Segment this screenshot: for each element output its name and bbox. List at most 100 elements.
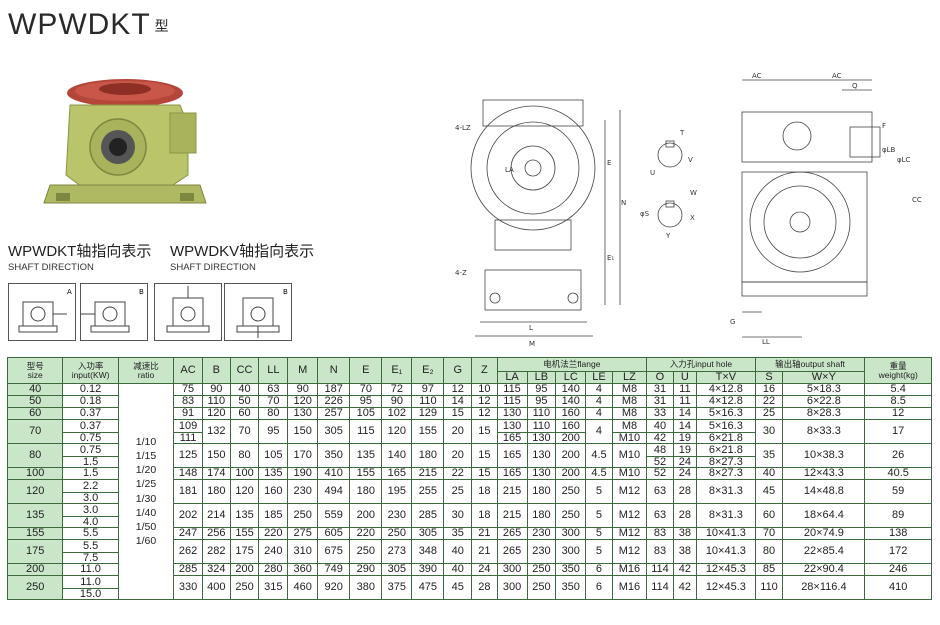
cell-la: 300: [496, 575, 528, 600]
cell-u-line: 24: [678, 467, 691, 479]
cell-s: 85: [754, 563, 784, 576]
cell-wt: 40.5: [864, 467, 932, 480]
cell-m: 275: [287, 527, 319, 540]
cell-lc-line: 200: [556, 431, 585, 443]
cell-o: 63: [646, 479, 674, 504]
cell-ac: 181: [173, 479, 203, 504]
cell-o-line: 83: [653, 527, 667, 539]
cell-cc: 40: [229, 383, 260, 396]
cell-e2: 475: [411, 575, 445, 600]
cell-input-kw-line: 0.37: [79, 419, 102, 432]
cell-e: 135: [349, 443, 383, 468]
cell-wt: 26: [864, 443, 932, 468]
cell-lb: 180: [526, 479, 557, 504]
cell-b: 324: [201, 563, 231, 576]
cell-lc: 250: [555, 503, 587, 528]
cell-wt: 5.4: [864, 383, 932, 396]
cell-n: 494: [317, 479, 351, 504]
cell-b: 132: [201, 419, 231, 444]
svg-text:B: B: [283, 288, 288, 296]
cell-e1: 72: [381, 383, 413, 396]
cell-size: 70: [6, 419, 64, 444]
cell-b: 174: [201, 467, 231, 480]
cell-z: 15: [471, 467, 498, 480]
cell-la: 265: [496, 539, 528, 564]
cell-e1: 375: [381, 575, 413, 600]
cell-tv-line: 10×41.3: [705, 545, 746, 557]
svg-text:L: L: [529, 324, 533, 332]
cell-lb: 230: [526, 539, 557, 564]
cell-n: 305: [317, 419, 351, 444]
col-ac: AC: [173, 357, 203, 384]
cell-g: 15: [443, 407, 473, 420]
svg-text:LA: LA: [505, 166, 514, 174]
cell-u: 24: [672, 467, 698, 480]
cell-o: 31: [646, 383, 674, 396]
cell-size: 135: [6, 503, 64, 528]
cell-u-line: 19: [674, 431, 696, 443]
cell-size: 175: [6, 539, 64, 564]
cell-n: 226: [317, 395, 351, 408]
cell-z: 28: [471, 575, 498, 600]
cell-lc: 200: [555, 467, 587, 480]
cell-la-line: 165: [498, 431, 527, 443]
svg-text:CC: CC: [912, 196, 922, 204]
cell-ll: 70: [258, 395, 289, 408]
col-le: LE: [585, 371, 613, 384]
col-lb: LB: [526, 371, 557, 384]
cell-o: 52: [646, 467, 674, 480]
cell-lb-line: 110: [532, 419, 551, 432]
cell-o: 31: [646, 395, 674, 408]
cell-z: 18: [471, 479, 498, 504]
cell-le: 4: [585, 395, 613, 408]
cell-s: 25: [754, 407, 784, 420]
cell-ac: 285: [173, 563, 203, 576]
cell-size: 120: [6, 479, 64, 504]
cell-lz: M10: [611, 467, 648, 480]
cell-e2: 390: [411, 563, 445, 576]
cell-u-line: 38: [678, 545, 691, 557]
cell-lz: M12: [611, 479, 648, 504]
col-e: E: [349, 357, 383, 384]
cell-e: 70: [349, 383, 383, 396]
cell-lb: 230: [526, 527, 557, 540]
cell-n: 920: [317, 575, 351, 600]
cell-o-line: 114: [651, 581, 669, 593]
cell-e: 220: [349, 527, 383, 540]
cell-s: 16: [754, 383, 784, 396]
cell-size: 100: [6, 467, 64, 480]
cell-g: 22: [443, 467, 473, 480]
cell-ac: 262: [173, 539, 203, 564]
cell-g: 14: [443, 395, 473, 408]
cell-ac: 330: [173, 575, 203, 600]
col-o: O: [646, 371, 674, 384]
cell-e: 250: [349, 539, 383, 564]
cell-g: 35: [443, 527, 473, 540]
cell-ll: 135: [258, 467, 289, 480]
cell-m: 150: [287, 419, 319, 444]
cell-e: 155: [349, 467, 383, 480]
cell-ratio: 1/10 1/15 1/20 1/25 1/30 1/40 1/50 1/60: [117, 383, 175, 600]
cell-ll: 315: [258, 575, 289, 600]
cell-input-kw-line: 3.0: [63, 491, 118, 503]
cell-e1: 165: [381, 467, 413, 480]
cell-o-line: 31: [653, 395, 667, 407]
col-group-output-shaft: 输出轴output shaft: [754, 357, 866, 372]
cell-u: 42: [672, 575, 698, 600]
cell-e1: 273: [381, 539, 413, 564]
cell-le: 5: [585, 479, 613, 504]
cell-u: 11: [672, 383, 698, 396]
cell-le: 4: [585, 383, 613, 396]
col-wy: W×Y: [782, 371, 866, 384]
cell-input-kw-line: 0.75: [63, 431, 118, 443]
cell-lc: 350: [555, 563, 587, 576]
svg-text:AC: AC: [752, 72, 762, 80]
cell-m: 170: [287, 443, 319, 468]
cell-la: 115: [496, 383, 528, 396]
cell-wy: 22×90.4: [782, 563, 866, 576]
